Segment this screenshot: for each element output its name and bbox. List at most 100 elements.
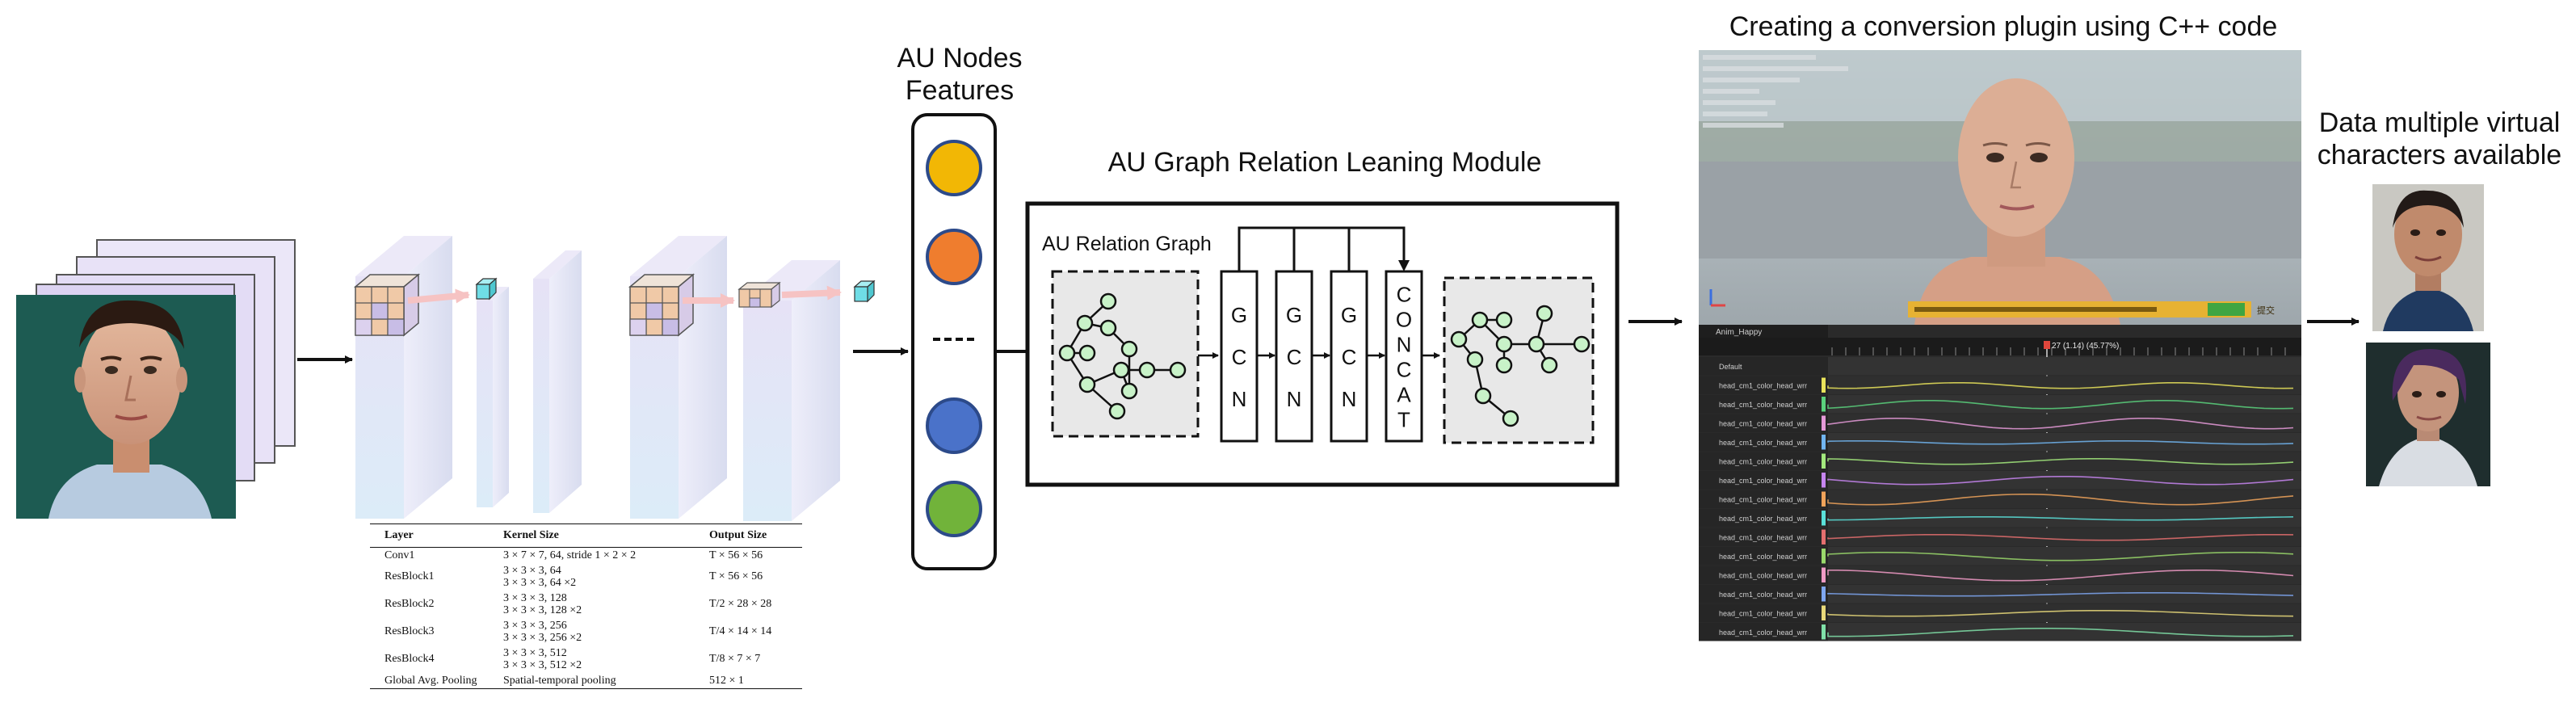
- block-letter: G: [1341, 303, 1357, 327]
- track-curve: [1827, 592, 2294, 597]
- virtual-character-1: [2372, 184, 2484, 331]
- track-color-swatch: [1822, 397, 1826, 412]
- kernel-line: 3 × 3 × 3, 256: [503, 620, 567, 632]
- kernel-line: 3 × 3 × 3, 128: [503, 592, 567, 604]
- au-nodes-panel: [911, 113, 997, 570]
- track-label: Default: [1719, 363, 1742, 371]
- track-label: head_cm1_color_head_wrr: [1719, 382, 1807, 390]
- notification-close-label[interactable]: 提交: [2257, 305, 2275, 316]
- axis-gizmo: [1709, 289, 1725, 307]
- track-row-header[interactable]: [1699, 414, 1828, 433]
- cnn-backbone: [353, 236, 876, 521]
- block-letter: G: [1231, 303, 1247, 327]
- virtual-title-line1: Data multiple virtual: [2318, 107, 2561, 138]
- kernel-line: 3 × 3 × 3, 256 ×2: [503, 632, 582, 644]
- module-title: AU Graph Relation Leaning Module: [1107, 147, 1542, 178]
- skip-arrow-3: [781, 285, 842, 301]
- track-row-header[interactable]: [1699, 509, 1828, 528]
- track-curve: [1827, 552, 2294, 561]
- track-row[interactable]: [1699, 585, 2301, 603]
- track-row[interactable]: [1699, 357, 2301, 376]
- sequencer-tab-label[interactable]: Anim_Happy: [1716, 328, 1762, 337]
- track-row[interactable]: [1699, 509, 2301, 528]
- track-color-swatch: [1822, 549, 1826, 564]
- layer-table-row: Global Avg. Pooling Spatial-temporal pool…: [370, 673, 802, 688]
- au-nodes-title-line2: Features: [905, 75, 1015, 106]
- block-letter: C: [1232, 345, 1247, 369]
- block-letter: N: [1397, 333, 1412, 357]
- virtual-title-line2: characters available: [2317, 140, 2562, 170]
- track-curve: [1827, 400, 2294, 410]
- track-curve: [1827, 440, 2294, 445]
- track-color-swatch: [1822, 605, 1826, 620]
- track-row-header[interactable]: [1699, 603, 1828, 623]
- track-row-header[interactable]: [1699, 452, 1828, 471]
- kernel-line: 3 × 3 × 3, 64 ×2: [503, 577, 577, 589]
- block-letter: C: [1397, 358, 1412, 382]
- output-cube-1: [475, 277, 498, 301]
- track-row[interactable]: [1699, 395, 2301, 414]
- au-nodes-title-line1: AU Nodes: [897, 43, 1023, 74]
- track-label: head_cm1_color_head_wrr: [1719, 610, 1807, 618]
- relation-graph-label: AU Relation Graph: [1042, 233, 1212, 255]
- timeline-readout: 27 (1.14) (45.77%): [2052, 342, 2119, 351]
- track-row-header[interactable]: [1699, 471, 1828, 490]
- block-letter: N: [1232, 387, 1247, 411]
- output-relation-graph: [1443, 276, 1595, 444]
- track-label: head_cm1_color_head_wrr: [1719, 496, 1807, 504]
- kernel-line: 3 × 3 × 3, 512: [503, 647, 567, 659]
- au-node-3: [926, 397, 982, 454]
- track-row-header[interactable]: [1699, 395, 1828, 414]
- viewport-info-overlay: [1703, 55, 1848, 128]
- track-row-header[interactable]: [1699, 433, 1828, 452]
- track-search[interactable]: [1699, 338, 1828, 355]
- output-size: T/8 × 7 × 7: [709, 653, 761, 665]
- playhead-marker[interactable]: [2044, 341, 2050, 349]
- track-curve: [1827, 382, 2294, 389]
- track-row[interactable]: [1699, 452, 2301, 471]
- track-row-header[interactable]: [1699, 623, 1828, 641]
- track-color-swatch: [1822, 415, 1826, 431]
- track-row-header[interactable]: [1699, 376, 1828, 395]
- track-row-header[interactable]: [1699, 547, 1828, 566]
- au-node-4: [926, 481, 982, 537]
- kernel-line: 3 × 3 × 3, 64: [503, 565, 561, 577]
- track-row-header[interactable]: [1699, 528, 1828, 547]
- track-row-header[interactable]: [1699, 490, 1828, 509]
- header-layer: Layer: [385, 529, 414, 541]
- track-row-header[interactable]: [1699, 585, 1828, 603]
- track-row[interactable]: [1699, 547, 2301, 566]
- notification-button[interactable]: [2208, 303, 2245, 316]
- kernel-size: Spatial-temporal pooling: [503, 675, 709, 687]
- kernel-line: 3 × 3 × 3, 128 ×2: [503, 604, 582, 616]
- feature-volume-3: [533, 250, 582, 513]
- timeline-ruler[interactable]: [1828, 338, 2301, 355]
- layer-name: Global Avg. Pooling: [385, 675, 477, 687]
- track-row-header[interactable]: [1699, 357, 1828, 376]
- output-cube-2: [853, 280, 876, 303]
- editor-notification: 提交: [1908, 301, 2275, 317]
- track-curve: [1827, 458, 2294, 465]
- track-curve: [1827, 494, 2294, 506]
- conv-kernel-2: [628, 273, 695, 337]
- layer-name: ResBlock1: [385, 570, 435, 582]
- track-row-header[interactable]: [1699, 566, 1828, 585]
- block-letter: N: [1342, 387, 1357, 411]
- track-curve: [1827, 570, 2294, 582]
- track-color-swatch: [1822, 473, 1826, 488]
- track-row[interactable]: [1699, 433, 2301, 452]
- header-output: Output Size: [709, 529, 767, 541]
- virtual-characters-title: Data multiple virtual characters availab…: [2306, 107, 2573, 171]
- block-letter: T: [1397, 408, 1410, 432]
- track-curve: [1827, 476, 2294, 486]
- track-curve: [1827, 534, 2294, 541]
- track-curve: [1827, 516, 2294, 521]
